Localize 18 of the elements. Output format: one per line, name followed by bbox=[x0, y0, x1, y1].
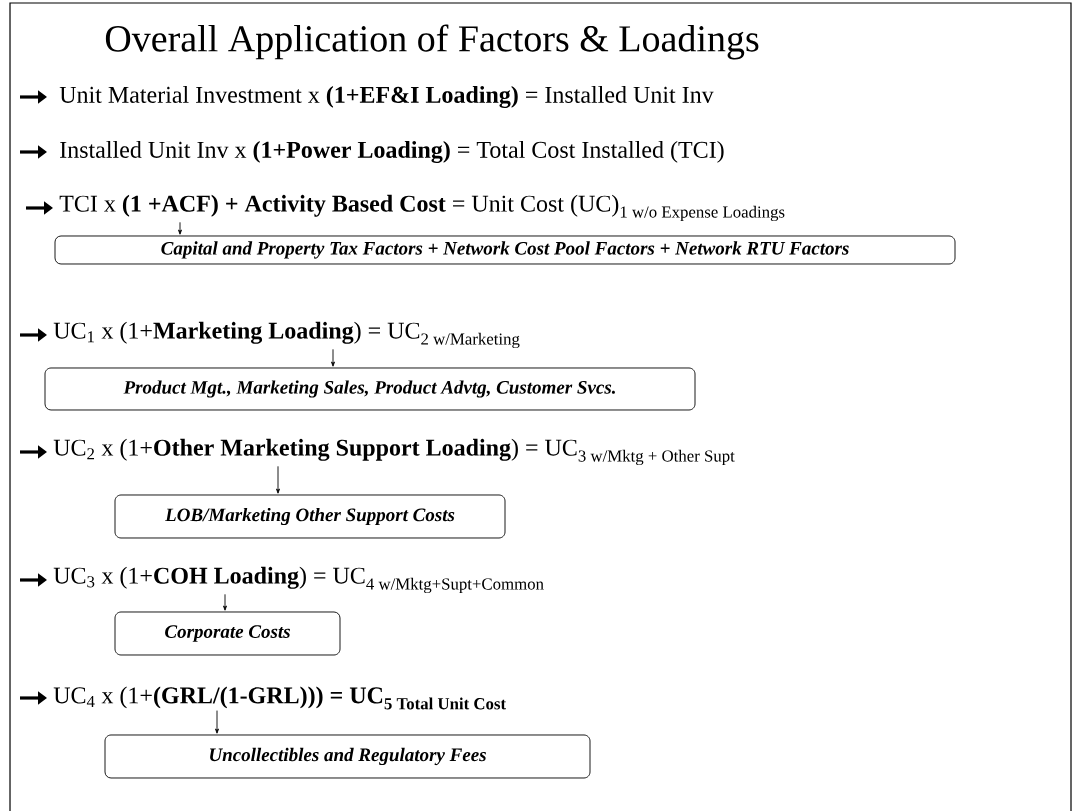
title: Overall Application of Factors & Loadings bbox=[105, 24, 759, 60]
rounded-box: Corporate Costs bbox=[114, 611, 341, 656]
arrow bbox=[331, 348, 335, 367]
arrow bbox=[178, 221, 182, 235]
rounded-box: Product Mgt., Marketing Sales, Product Advtg, Customer Svcs. bbox=[44, 367, 696, 411]
formula-line: Installed Unit Inv x (1+Power Loading) = Total Cost Installed (TCI) bbox=[60, 141, 724, 163]
formula-line: $\text{UC}_{\text{4}}\text{ x (1+}\textbf{(GRL/(1-GRL))) = UC}_{\textbf{5 Total Unit Cost}}$ bbox=[53, 686, 506, 710]
formula-line: $\text{UC}_{\text{3}}\text{ x (1+}\textbf{COH Loading}\text{) = UC}_{\text{4 w/Mktg+Supt+Common}}$ bbox=[53, 566, 544, 594]
arrow bbox=[276, 465, 280, 494]
formula-line: $\text{UC}_{\text{2}}\text{ x (1+}\textbf{Other Marketing Support Loading}\text{) = UC}_{\text{3 w/Mktg + Other Supt}}$ bbox=[53, 438, 735, 466]
formula-line: Unit Material Investment x (1+EF&I Loading) = Installed Unit Inv bbox=[59, 86, 714, 108]
formula-line: $\text{TCI x }\textbf{(1 +ACF) + Activity Based Cost}\text{ = Unit Cost (UC)}_{\text{1 w/o Expense Loadings}}$ bbox=[59, 194, 785, 222]
formula-line: $\text{UC}_{\text{1}}\text{ x (1+}\textbf{Marketing Loading}\text{) = UC}_{\text{2 w/Marketing}}$ bbox=[53, 321, 520, 349]
arrow bbox=[223, 593, 227, 611]
rounded-box: Uncollectibles and Regulatory Fees bbox=[104, 734, 591, 779]
arrow bbox=[215, 710, 219, 734]
rounded-box: Capital and Property Tax Factors + Network Cost Pool Factors + Network RTU Factors bbox=[54, 235, 956, 265]
rounded-box: LOB/Marketing Other Support Costs bbox=[114, 494, 506, 539]
